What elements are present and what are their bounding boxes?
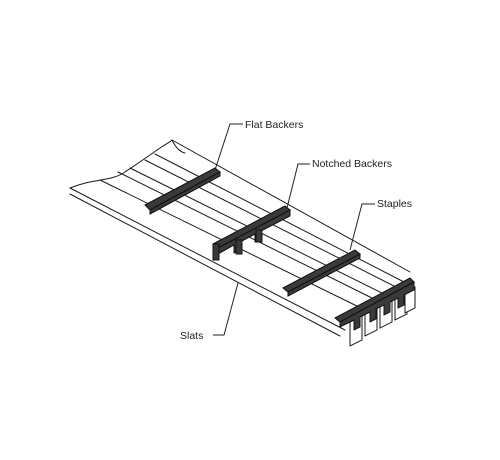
slat-end-curl-top (171, 139, 186, 154)
staples-label: Staples (377, 198, 412, 210)
slats-leader (213, 282, 239, 336)
notched-backer-tab-2 (235, 239, 243, 255)
slats-label: Slats (180, 330, 203, 342)
flat-backers-label: Flat Backers (245, 119, 303, 131)
flat-backers-leader (214, 123, 243, 171)
notched-backer-tab-1 (212, 243, 220, 261)
notched-backers-label: Notched Backers (312, 158, 392, 170)
notched-backer-tab-3 (255, 229, 263, 243)
end-notched-backer-front (339, 281, 415, 331)
flat-backer-edge (149, 171, 221, 215)
staple-strip (282, 249, 361, 293)
slat-top-edge (171, 139, 411, 273)
slat-end-curl (69, 139, 173, 189)
slat-bottom-edge-2 (69, 193, 341, 337)
staple-strip-edge (287, 253, 361, 297)
notched-backers-leader (286, 163, 310, 209)
slat-bottom-edge (69, 187, 346, 331)
staples-leader (349, 203, 375, 251)
